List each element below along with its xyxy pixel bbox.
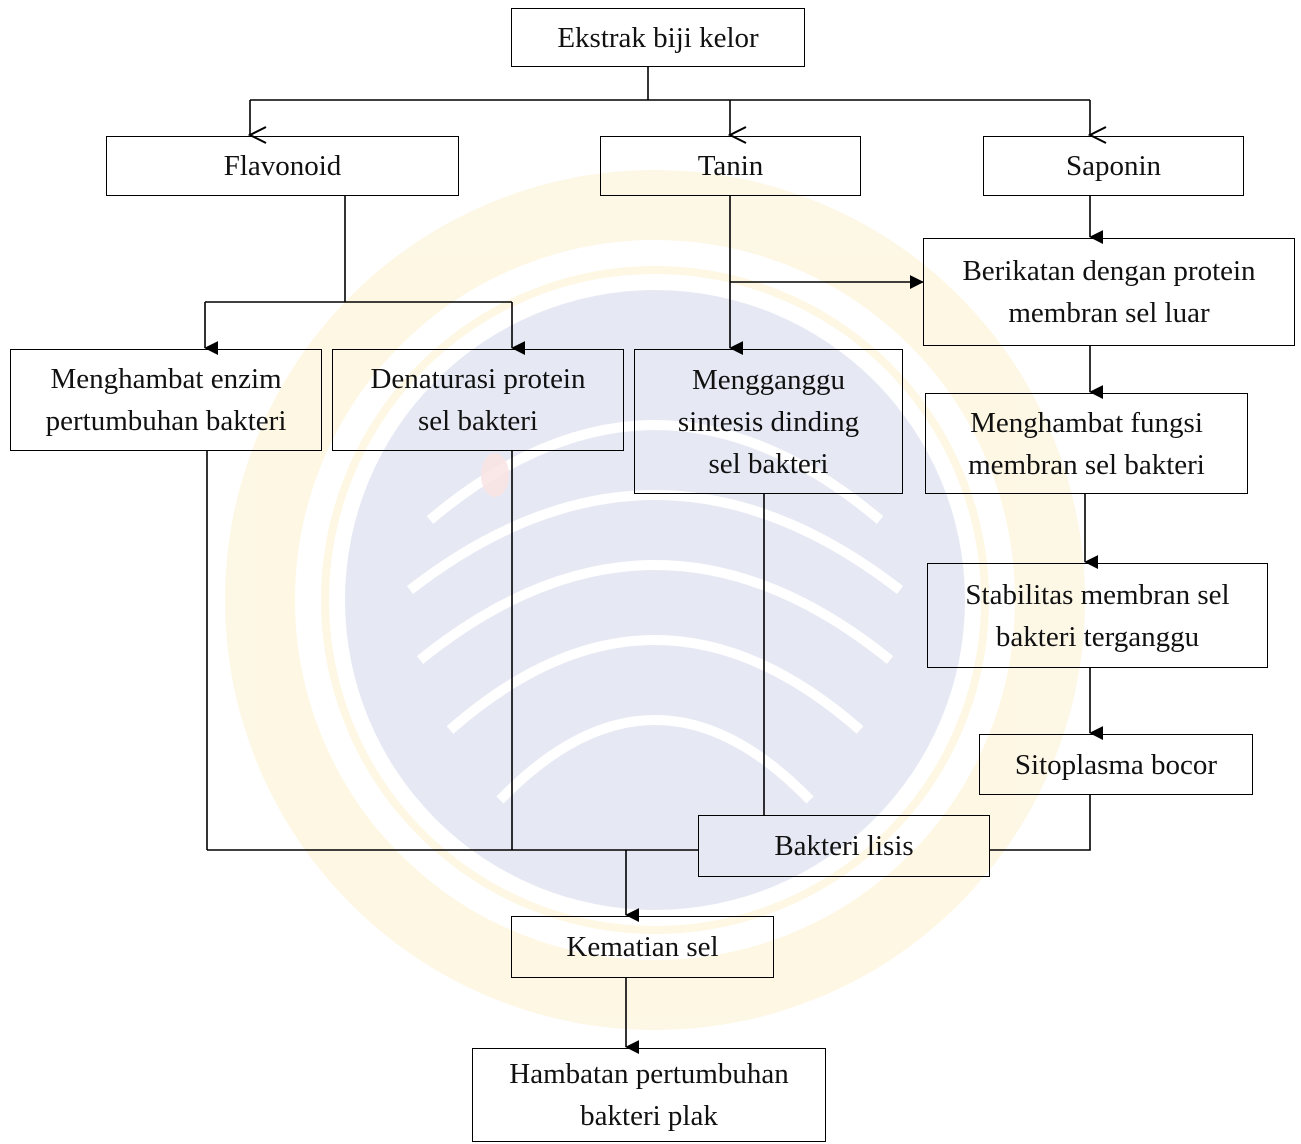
enzyme-inhibition-box: Menghambat enzim pertumbuhan bakteri [10,349,322,451]
outcome-line-2: bakteri plak [580,1100,718,1132]
flavonoid-label: Flavonoid [223,150,342,182]
root-box: Ekstrak biji kelor [511,8,805,67]
membrane-stability-line-1: Stabilitas membran sel [965,578,1230,611]
cell-death-box: Kematian sel [511,916,774,978]
flavonoid-box: Flavonoid [106,136,459,196]
saponin-box: Saponin [983,136,1244,196]
cytoplasm-leak-label: Sitoplasma bocor [1014,748,1218,781]
root-label: Ekstrak biji kelor [557,21,759,54]
cell-wall-disruption-line-3: sel bakteri [708,447,829,480]
connector-cytoplasm-to-lysis [990,795,1091,851]
tanin-box: Tanin [600,136,861,196]
tanin-label: Tanin [697,150,764,182]
cytoplasm-leak-box: Sitoplasma bocor [979,734,1253,795]
cell-wall-disruption-line-2: sintesis dinding [677,405,860,438]
membrane-protein-binding-line-1: Berikatan dengan protein [962,255,1256,287]
cell-wall-disruption-line-1: Mengganggu [691,363,845,396]
membrane-function-inhibition-line-2: membran sel bakteri [968,448,1205,481]
membrane-function-inhibition-line-1: Menghambat fungsi [970,406,1203,439]
cell-wall-disruption-box: Mengganggu sintesis dinding sel bakteri [634,349,903,494]
membrane-protein-binding-line-2: membran sel luar [1008,297,1210,329]
outcome-box: Hambatan pertumbuhan bakteri plak [472,1048,826,1142]
enzyme-inhibition-line-2: pertumbuhan bakteri [45,405,287,437]
saponin-label: Saponin [1065,150,1162,182]
bacteria-lysis-label: Bakteri lisis [774,830,914,862]
protein-denaturation-line-1: Denaturasi protein [370,363,586,395]
protein-denaturation-box: Denaturasi protein sel bakteri [332,349,624,451]
membrane-stability-line-2: bakteri terganggu [995,620,1200,653]
bacteria-lysis-box: Bakteri lisis [698,815,990,877]
membrane-stability-box: Stabilitas membran sel bakteri terganggu [927,563,1268,668]
membrane-function-inhibition-box: Menghambat fungsi membran sel bakteri [925,393,1248,494]
enzyme-inhibition-line-1: Menghambat enzim [50,363,282,395]
cell-death-label: Kematian sel [566,931,719,963]
protein-denaturation-line-2: sel bakteri [418,405,538,437]
membrane-protein-binding-box: Berikatan dengan protein membran sel lua… [923,238,1295,346]
outcome-line-1: Hambatan pertumbuhan [509,1058,789,1090]
